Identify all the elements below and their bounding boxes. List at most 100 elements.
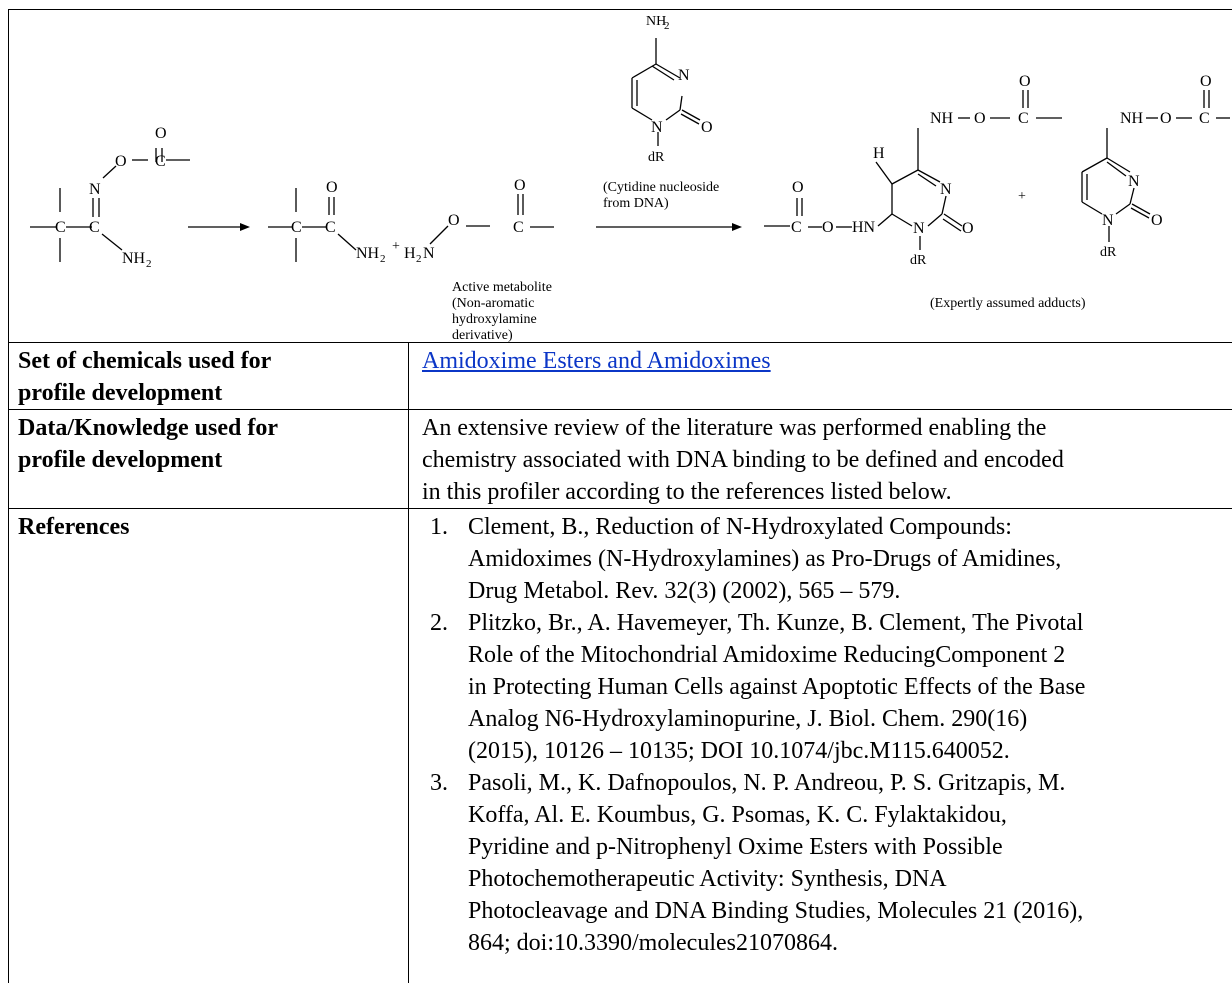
cytidine-caption: (Cytidine nucleoside bbox=[603, 180, 719, 195]
references-list: 1. Clement, B., Reduction of N-Hydroxyla… bbox=[430, 511, 1230, 959]
atom-label: dR bbox=[1100, 245, 1117, 260]
atom-label: O bbox=[974, 110, 986, 127]
data-knowledge-line: in this profiler according to the refere… bbox=[422, 479, 952, 505]
active-metabolite-label: Active metabolite bbox=[452, 280, 552, 295]
atom-label: O bbox=[1160, 110, 1172, 127]
set-of-chemicals-value: Amidoxime Esters and Amidoximes bbox=[422, 345, 1222, 377]
data-knowledge-label-line: profile development bbox=[18, 447, 223, 473]
atom-label: H bbox=[873, 145, 885, 162]
atom-label: O bbox=[155, 125, 167, 142]
atom-subscript: 2 bbox=[380, 253, 386, 265]
active-metabolite: O O C H 2 N Active metabolite (Non-aroma… bbox=[404, 177, 554, 342]
reactant-amidoxime-ester: O O C N C C NH 2 bbox=[30, 125, 190, 270]
references-label: References bbox=[18, 514, 130, 540]
active-metabolite-label: derivative) bbox=[452, 328, 513, 342]
atom-label: N bbox=[1102, 212, 1114, 229]
atom-label: O bbox=[1019, 73, 1031, 90]
set-of-chemicals-label-line: Set of chemicals used for bbox=[18, 348, 272, 374]
atom-label: C bbox=[155, 153, 166, 170]
atom-label: NH bbox=[646, 14, 666, 29]
active-metabolite-label: hydroxylamine bbox=[452, 312, 537, 327]
atom-label: dR bbox=[910, 253, 927, 268]
data-knowledge-line: chemistry associated with DNA binding to… bbox=[422, 447, 1064, 473]
adduct-2: NH O O C N N O dR bbox=[1081, 73, 1230, 260]
reference-line: Photochemotherapeutic Activity: Synthesi… bbox=[468, 866, 947, 892]
atom-label: NH bbox=[1120, 110, 1144, 127]
atom-label: NH bbox=[356, 245, 380, 262]
atom-label: dR bbox=[648, 150, 665, 165]
atom-label: C bbox=[325, 219, 336, 236]
atom-label: NH bbox=[122, 250, 146, 267]
table-column-divider bbox=[408, 342, 409, 983]
cytidine-caption: from DNA) bbox=[603, 196, 669, 211]
plus-sign-1: + bbox=[392, 239, 400, 254]
atom-subscript: 2 bbox=[146, 258, 152, 270]
atom-label: N bbox=[678, 67, 690, 84]
table-border-left bbox=[8, 9, 9, 983]
atom-label: O bbox=[962, 220, 974, 237]
atom-label: C bbox=[513, 219, 524, 236]
table-border-top bbox=[8, 9, 1232, 10]
data-knowledge-value: An extensive review of the literature wa… bbox=[422, 412, 1230, 508]
reference-line: Photocleavage and DNA Binding Studies, M… bbox=[468, 898, 1084, 924]
reaction-scheme: O O C N C C NH 2 O C C NH 2 bbox=[30, 14, 1230, 342]
reaction-arrow-2 bbox=[596, 223, 742, 231]
reference-item: 2. Plitzko, Br., A. Havemeyer, Th. Kunze… bbox=[430, 607, 1230, 767]
atom-label: C bbox=[1199, 110, 1210, 127]
set-of-chemicals-label-line: profile development bbox=[18, 380, 223, 406]
reference-item: 1. Clement, B., Reduction of N-Hydroxyla… bbox=[430, 511, 1230, 607]
atom-label: O bbox=[792, 179, 804, 196]
table-divider-row1 bbox=[8, 409, 1232, 410]
atom-label: N bbox=[940, 181, 952, 198]
reference-line: Pasoli, M., K. Dafnopoulos, N. P. Andreo… bbox=[468, 770, 1066, 796]
reference-line: Role of the Mitochondrial Amidoxime Redu… bbox=[468, 642, 1066, 668]
reference-line: Koffa, Al. E. Koumbus, G. Psomas, K. C. … bbox=[468, 802, 1007, 828]
reference-number: 2. bbox=[430, 610, 448, 636]
table-divider-scheme bbox=[8, 342, 1232, 343]
reference-line: (2015), 10126 – 10135; DOI 10.1074/jbc.M… bbox=[468, 738, 1010, 764]
atom-label: O bbox=[326, 179, 338, 196]
atom-label: C bbox=[55, 219, 66, 236]
atom-label: C bbox=[89, 219, 100, 236]
atom-label: C bbox=[791, 219, 802, 236]
atom-label: HN bbox=[852, 219, 876, 236]
atom-label: N bbox=[1128, 173, 1140, 190]
reference-line: Plitzko, Br., A. Havemeyer, Th. Kunze, B… bbox=[468, 610, 1084, 636]
set-of-chemicals-label: Set of chemicals used for profile develo… bbox=[18, 345, 398, 409]
reference-line: in Protecting Human Cells against Apopto… bbox=[468, 674, 1086, 700]
adduct-1: O C O HN H NH O O C N N O dR bbox=[764, 73, 1062, 268]
atom-label: O bbox=[822, 219, 834, 236]
atom-label: O bbox=[514, 177, 526, 194]
atom-label: N bbox=[423, 245, 435, 262]
atom-label: N bbox=[651, 119, 663, 136]
atom-label: O bbox=[115, 153, 127, 170]
plus-sign-2: + bbox=[1018, 189, 1026, 204]
product-amide: O C C NH 2 bbox=[268, 179, 386, 265]
reference-line: Clement, B., Reduction of N-Hydroxylated… bbox=[468, 514, 1012, 540]
atom-subscript: 2 bbox=[416, 253, 422, 265]
reference-number: 1. bbox=[430, 514, 448, 540]
atom-label: C bbox=[1018, 110, 1029, 127]
atom-label: N bbox=[89, 181, 101, 198]
active-metabolite-label: (Non-aromatic bbox=[452, 296, 534, 311]
atom-label: H bbox=[404, 245, 416, 262]
atom-label: C bbox=[291, 219, 302, 236]
table-divider-row2 bbox=[8, 508, 1232, 509]
reference-number: 3. bbox=[430, 770, 448, 796]
reference-line: Drug Metabol. Rev. 32(3) (2002), 565 – 5… bbox=[468, 578, 901, 604]
reference-line: Analog N6-Hydroxylaminopurine, J. Biol. … bbox=[468, 706, 1028, 732]
cytidine-reagent: NH 2 N N O dR (Cytidine nucleoside from … bbox=[603, 14, 719, 211]
reference-line: 864; doi:10.3390/molecules21070864. bbox=[468, 930, 838, 956]
atom-label: NH bbox=[930, 110, 954, 127]
reference-item: 3. Pasoli, M., K. Dafnopoulos, N. P. And… bbox=[430, 767, 1230, 959]
data-knowledge-line: An extensive review of the literature wa… bbox=[422, 415, 1047, 441]
atom-label: O bbox=[1151, 212, 1163, 229]
amidoxime-set-link[interactable]: Amidoxime Esters and Amidoximes bbox=[422, 348, 771, 374]
reference-line: Amidoximes (N-Hydroxylamines) as Pro-Dru… bbox=[468, 546, 1062, 572]
atom-label: O bbox=[1200, 73, 1212, 90]
data-knowledge-label-line: Data/Knowledge used for bbox=[18, 415, 278, 441]
data-knowledge-label: Data/Knowledge used for profile developm… bbox=[18, 412, 398, 476]
atom-label: N bbox=[913, 220, 925, 237]
reference-line: Pyridine and p-Nitrophenyl Oxime Esters … bbox=[468, 834, 1003, 860]
